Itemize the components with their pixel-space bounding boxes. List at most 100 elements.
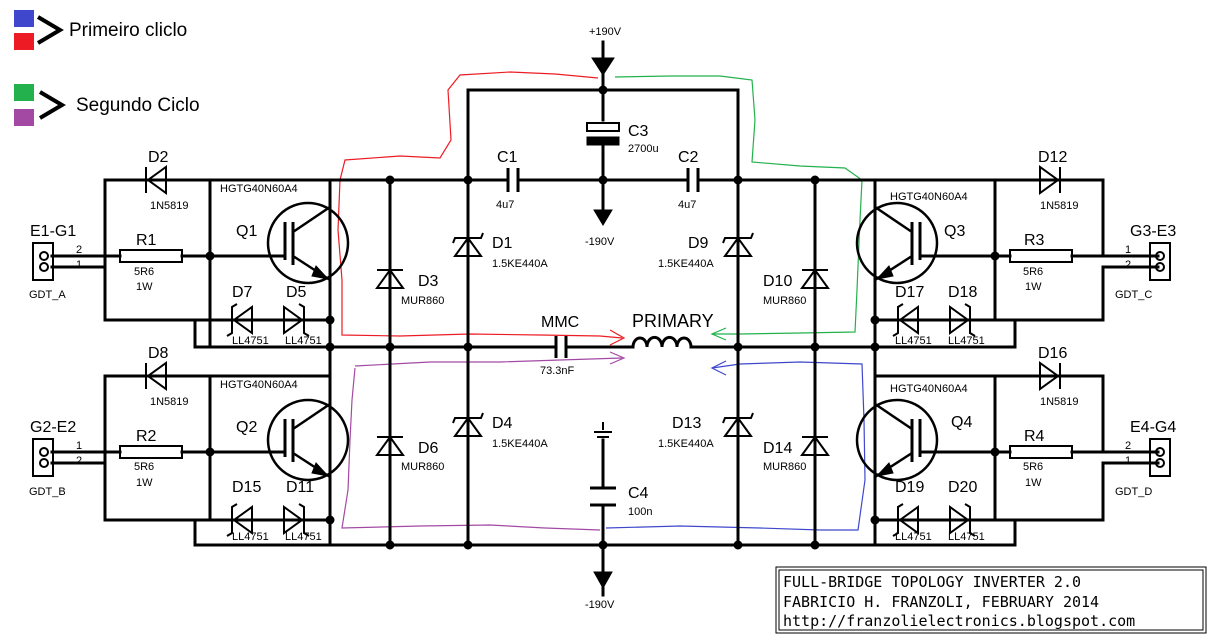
q1-type: HGTG40N60A4 — [220, 183, 298, 195]
legend-arrow-first — [36, 15, 64, 45]
mmc-value: 73.3nF — [540, 365, 575, 377]
minus-rail-label-bottom: -190V — [585, 599, 615, 611]
d12-ref: D12 — [1038, 149, 1067, 166]
connector-pin-icon — [1155, 447, 1165, 457]
d14-value: MUR860 — [763, 461, 806, 473]
junction-dot — [733, 540, 743, 550]
connector-pin-icon — [1155, 251, 1165, 261]
d20-value: LL4751 — [948, 531, 985, 543]
j4-part: GDT_D — [1115, 486, 1152, 498]
ground-icon — [594, 422, 612, 438]
purple-path-left — [341, 367, 601, 531]
d10-value: MUR860 — [763, 295, 806, 307]
d9-value: 1.5KE440A — [658, 258, 714, 270]
j3-ref: G3-E3 — [1130, 223, 1176, 240]
plus-rail-label: +190V — [589, 26, 622, 38]
junction-dot — [385, 175, 395, 185]
c4-ref: C4 — [628, 485, 649, 502]
j3-pin-a: 1 — [1125, 244, 1131, 256]
d9-ref: D9 — [688, 235, 709, 252]
connector-pin-icon — [39, 262, 49, 272]
r1-power: 1W — [136, 281, 153, 293]
junction-dot — [598, 175, 608, 185]
q3-type: HGTG40N60A4 — [890, 191, 968, 203]
legend: Primeiro cliclo Segundo Ciclo — [14, 10, 200, 126]
r1-ref: R1 — [136, 232, 157, 249]
legend-first-label: Primeiro cliclo — [69, 20, 187, 41]
red-arrow-head — [609, 329, 626, 346]
primary-inductor: PRIMARY — [631, 311, 714, 348]
current-paths — [337, 71, 866, 531]
junction-dot — [598, 540, 608, 550]
title-line-3: http://franzolielectronics.blogspot.com — [783, 612, 1135, 630]
d19-value: LL4751 — [895, 531, 932, 543]
diode-d13: D13 1.5KE440A — [658, 412, 754, 450]
q2-type: HGTG40N60A4 — [220, 379, 298, 391]
d1-value: 1.5KE440A — [492, 258, 548, 270]
c1-value: 4u7 — [496, 199, 514, 211]
junction-dot — [733, 175, 743, 185]
d19-ref: D19 — [895, 479, 924, 496]
capacitor-c1: C1 4u7 — [496, 149, 520, 211]
d2-value: 1N5819 — [150, 200, 189, 212]
q4-type: HGTG40N60A4 — [890, 383, 968, 395]
gate-drive-q2: D8 1N5819 R2 5R6 1W D15 LL4751 D11 LL475… — [50, 345, 332, 547]
d7-value: LL4751 — [232, 335, 269, 347]
j1-ref: E1-G1 — [30, 223, 76, 240]
d16-ref: D16 — [1038, 345, 1067, 362]
j3-pin-b: 2 — [1125, 259, 1131, 271]
diode-d9: D9 1.5KE440A — [658, 232, 754, 270]
connector-j4: E4-G4 GDT_D 2 1 — [1115, 419, 1176, 498]
j3-part: GDT_C — [1115, 289, 1152, 301]
connector-pin-icon — [1155, 458, 1165, 468]
d15-ref: D15 — [232, 479, 261, 496]
blue-path — [605, 361, 866, 531]
d18-value: LL4751 — [948, 335, 985, 347]
connector-pin-icon — [39, 251, 49, 261]
d5-value: LL4751 — [285, 335, 322, 347]
diode-d10: D10 MUR860 — [763, 268, 830, 307]
title-line-1: FULL-BRIDGE TOPOLOGY INVERTER 2.0 — [783, 573, 1081, 591]
purple-arrow-head — [609, 351, 626, 365]
c2-ref: C2 — [678, 149, 699, 166]
green-path — [614, 75, 863, 335]
j4-ref: E4-G4 — [1130, 419, 1176, 436]
blue-arrow-head — [710, 360, 727, 376]
igbt-q1: Q1 HGTG40N60A4 — [220, 183, 350, 285]
connector-j3: G3-E3 GDT_C 1 2 — [1115, 223, 1176, 301]
j2-ref: G2-E2 — [30, 419, 76, 436]
green-arrow-head — [710, 327, 727, 341]
capacitor-mmc: MMC 73.3nF — [540, 314, 579, 377]
junction-dot — [463, 342, 473, 352]
q2-ref: Q2 — [236, 419, 257, 436]
j1-part: GDT_A — [29, 289, 66, 301]
gate-drive-q4: D16 1N5819 R4 5R6 1W D19 LL4751 D20 LL47… — [873, 345, 1160, 547]
c1-ref: C1 — [497, 149, 518, 166]
d4-value: 1.5KE440A — [492, 438, 548, 450]
d18-ref: D18 — [948, 284, 977, 301]
j2-part: GDT_B — [29, 486, 66, 498]
d3-ref: D3 — [418, 273, 439, 290]
igbt-q2: Q2 HGTG40N60A4 — [220, 379, 350, 482]
primary-ref: PRIMARY — [632, 311, 714, 331]
title-block: FULL-BRIDGE TOPOLOGY INVERTER 2.0 FABRIC… — [775, 566, 1207, 634]
junction-dot — [810, 540, 820, 550]
legend-swatch-green — [14, 84, 34, 101]
legend-swatch-blue — [14, 10, 34, 27]
minus-rail-arrow-bottom — [593, 571, 613, 590]
connector-j2: G2-E2 GDT_B 1 2 — [29, 419, 82, 498]
legend-arrow-second — [38, 90, 66, 120]
c4-value: 100n — [628, 506, 652, 518]
connector-j1: E1-G1 GDT_A 2 1 — [29, 223, 82, 301]
d16-value: 1N5819 — [1040, 396, 1079, 408]
q1-ref: Q1 — [236, 223, 257, 240]
igbt-q3: Q3 HGTG40N60A4 — [855, 191, 968, 285]
d13-value: 1.5KE440A — [658, 438, 714, 450]
d11-value: LL4751 — [285, 531, 322, 543]
d12-value: 1N5819 — [1040, 200, 1079, 212]
d3-value: MUR860 — [401, 295, 444, 307]
gate-drive-q1: D2 1N5819 R1 5R6 1W D7 LL4751 D5 LL4751 — [50, 149, 332, 349]
r2-power: 1W — [136, 477, 153, 489]
r3-ref: R3 — [1024, 232, 1045, 249]
r4-ref: R4 — [1024, 428, 1045, 445]
